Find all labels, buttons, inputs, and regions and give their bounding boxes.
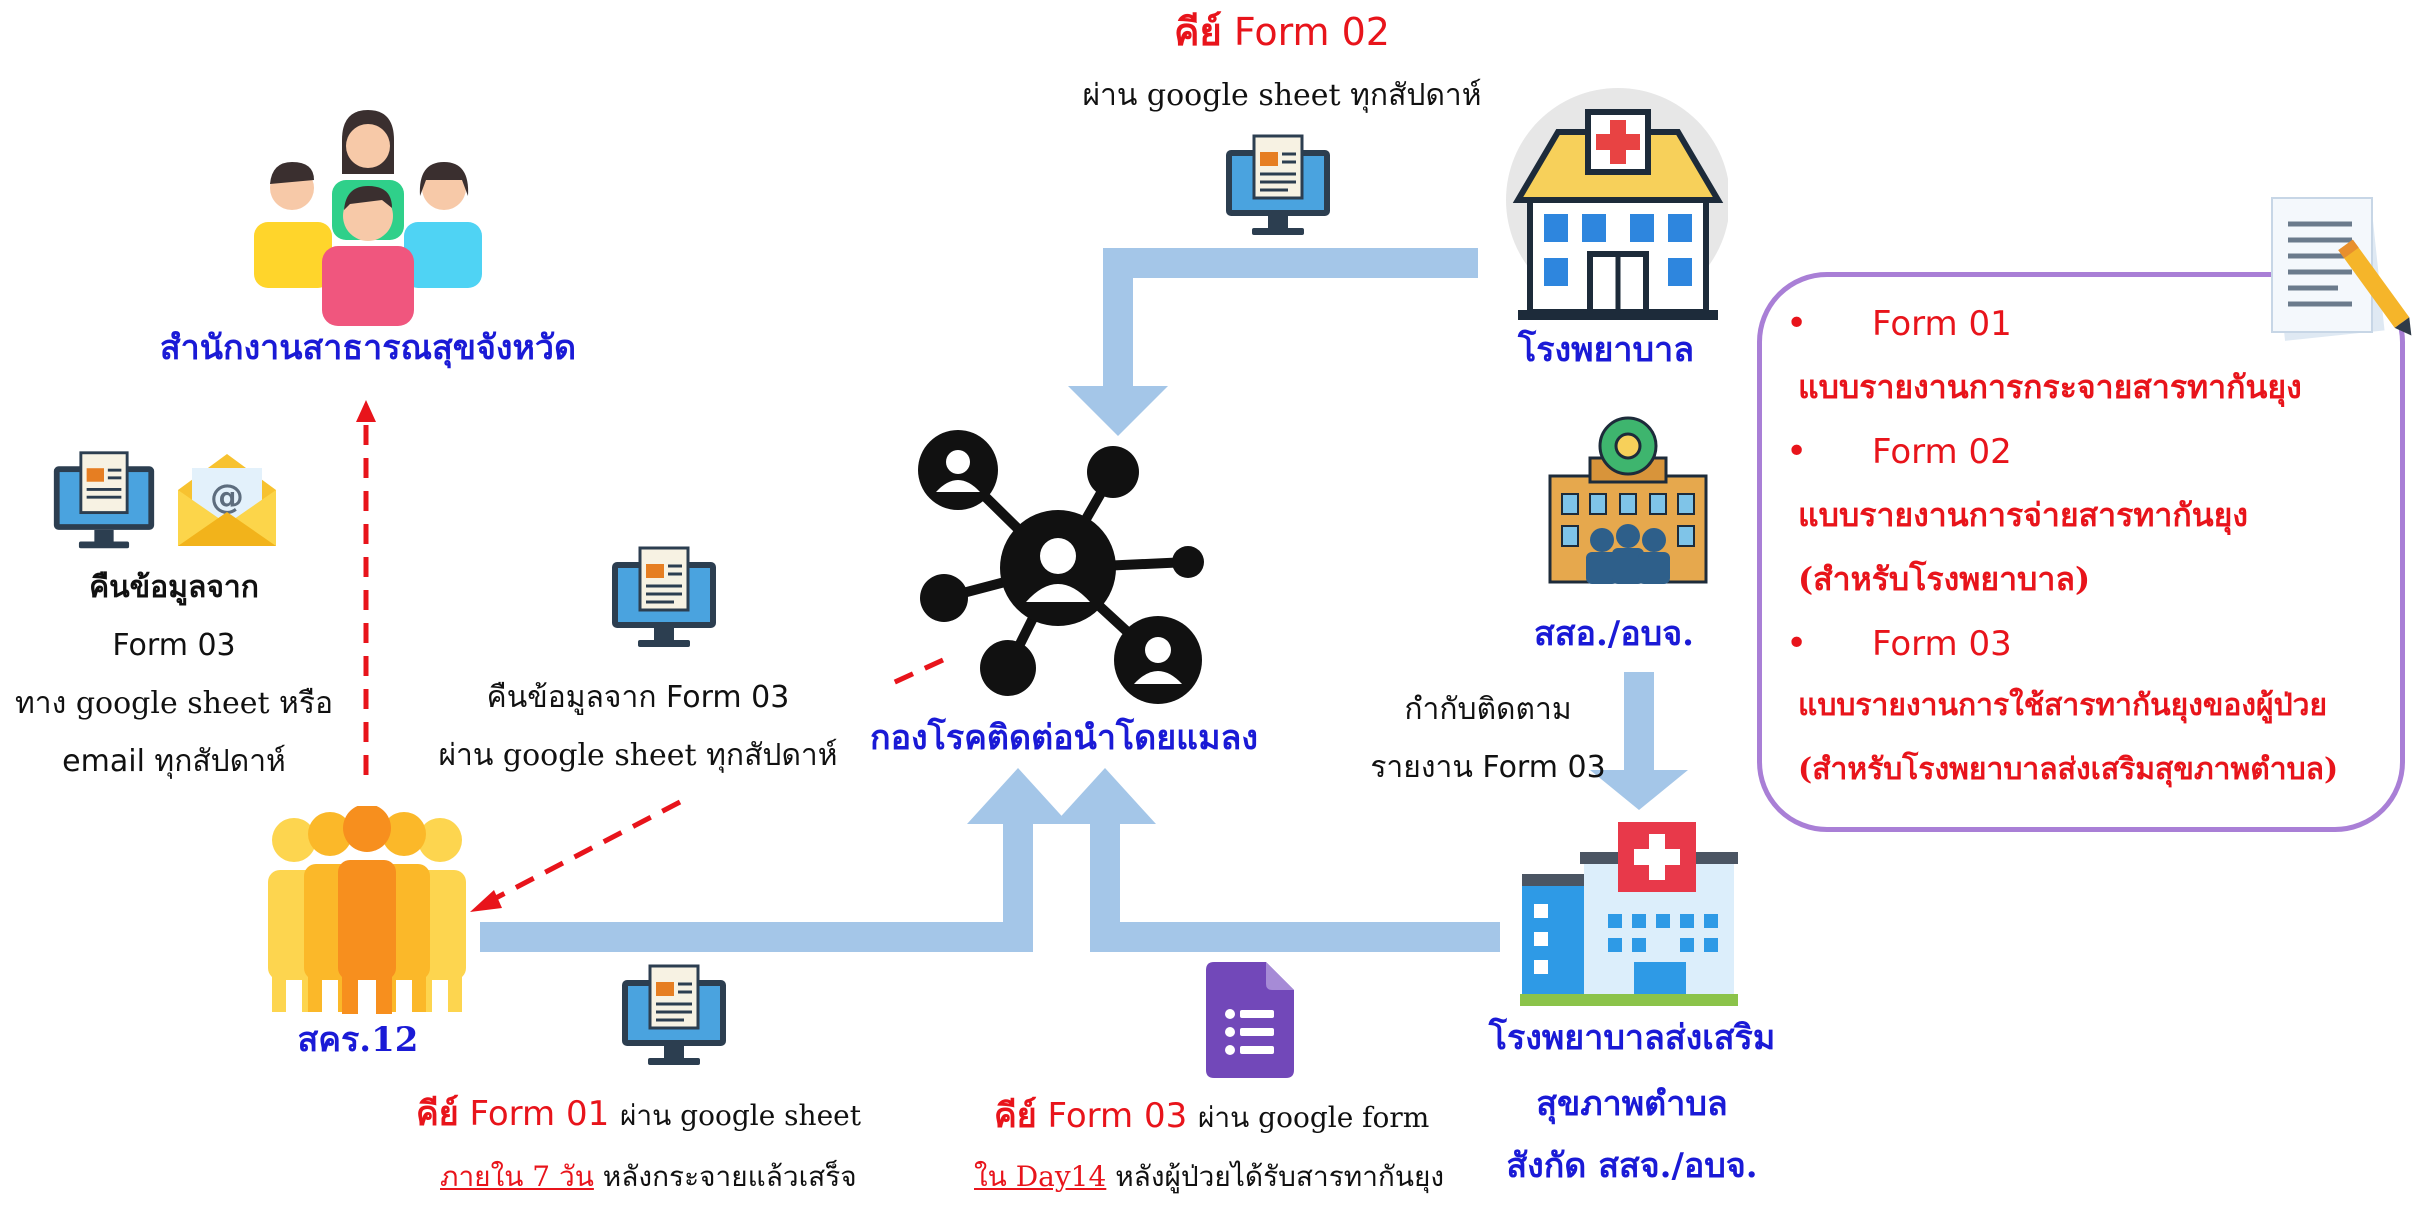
odpc12-label: สคร.12: [297, 1020, 419, 1060]
monitor-line2: รายงาน Form 03: [1370, 750, 1606, 785]
staff-group-icon: [268, 806, 466, 1014]
form02-heading: คีย์ Form 02: [1174, 10, 1390, 56]
return-left-line4: email ทุกสัปดาห์: [62, 744, 286, 779]
form03-deadline: ใน Day14: [974, 1160, 1107, 1193]
return-left-line2: Form 03: [112, 628, 236, 663]
form01-caption: คีย์ Form 01 ผ่าน google sheet: [416, 1094, 861, 1135]
email-envelope-icon: @: [178, 454, 276, 546]
svg-text:@: @: [210, 477, 244, 517]
form01-title: Form 01: [469, 1094, 610, 1134]
network-hub-icon: [918, 430, 1204, 704]
form02-prefix: คีย์: [1174, 10, 1222, 54]
form02-subtitle: ผ่าน google sheet ทุกสัปดาห์: [1082, 78, 1482, 113]
computer-document-icon: [622, 964, 726, 1065]
hospital-to-division-arrow: [1068, 248, 1478, 436]
document-pencil-icon: [2271, 197, 2412, 341]
computer-document-icon: [612, 546, 716, 647]
form03-title: Form 03: [1047, 1096, 1188, 1136]
subhospital-label-line1: โรงพยาบาลส่งเสริม: [1488, 1018, 1776, 1058]
google-forms-icon: [1206, 962, 1294, 1078]
hospital-label: โรงพยาบาล: [1517, 330, 1695, 370]
form03-after: หลังผู้ป่วยได้รับสารทากันยุง: [1115, 1160, 1445, 1193]
legend-form03-code: Form 03: [1872, 624, 2012, 664]
computer-document-icon: [53, 451, 155, 549]
legend-form01-desc: แบบรายงานการกระจายสารทากันยุง: [1798, 368, 2302, 406]
form01-after: หลังกระจายแล้วเสร็จ: [602, 1160, 857, 1193]
legend-form03-desc-line1: แบบรายงานการใช้สารทากันยุงของผู้ป่วย: [1798, 688, 2328, 723]
form03-deadline-line: ใน Day14 หลังผู้ป่วยได้รับสารทากันยุง: [974, 1160, 1444, 1194]
legend-form02-code: Form 02: [1872, 432, 2012, 472]
odpc12-to-provincial-dashed-arrow: [356, 400, 376, 775]
subhospital-to-division-arrow: [1054, 768, 1500, 952]
return-left-line3: ทาง google sheet หรือ: [15, 686, 333, 721]
form03-prefix: คีย์: [994, 1096, 1037, 1136]
form-legend-box: [1757, 272, 2405, 832]
odpc12-to-division-arrow: [480, 768, 1069, 952]
return-mid-line1: คืนข้อมูลจาก Form 03: [486, 680, 790, 715]
form03-caption: คีย์ Form 03 ผ่าน google form: [994, 1096, 1429, 1137]
provincial-office-label: สำนักงานสาธารณสุขจังหวัด: [159, 328, 577, 368]
people-group-icon: [254, 110, 482, 326]
legend-form02-desc-line2: (สำหรับโรงพยาบาล): [1798, 560, 2091, 598]
form01-prefix: คีย์: [416, 1094, 459, 1134]
legend-bullet-3: •: [1786, 623, 1808, 664]
return-mid-line2: ผ่าน google sheet ทุกสัปดาห์: [438, 738, 838, 773]
district-to-subhospital-arrow: [1590, 672, 1688, 810]
form01-tail: ผ่าน google sheet: [620, 1099, 861, 1132]
subhospital-label-line3: สังกัด สสจ./อบจ.: [1506, 1146, 1758, 1186]
form01-deadline: ภายใน 7 วัน: [440, 1160, 594, 1193]
form01-deadline-line: ภายใน 7 วัน หลังกระจายแล้วเสร็จ: [440, 1160, 857, 1194]
form02-title: Form 02: [1233, 10, 1390, 54]
division-to-odpc12-dashed-arrow: [470, 657, 945, 912]
government-office-icon: [1548, 416, 1708, 584]
legend-form03-desc-line2: (สำหรับโรงพยาบาลส่งเสริมสุขภาพตำบล): [1798, 752, 2339, 787]
form03-tail: ผ่าน google form: [1198, 1101, 1430, 1134]
district-office-label: สสอ./อบจ.: [1534, 614, 1694, 654]
computer-document-icon: [1226, 134, 1330, 235]
hospital-building-icon: [1506, 88, 1728, 320]
legend-bullet-1: •: [1786, 303, 1808, 344]
monitor-line1: กำกับติดตาม: [1404, 692, 1572, 727]
return-left-line1: คืนข้อมูลจาก: [89, 570, 259, 605]
legend-form02-desc-line1: แบบรายงานการจ่ายสารทากันยุง: [1798, 496, 2248, 534]
subhospital-label-line2: สุขภาพตำบล: [1536, 1084, 1728, 1124]
vector-division-label: กองโรคติดต่อนำโดยแมลง: [870, 718, 1258, 758]
legend-bullet-2: •: [1786, 431, 1808, 472]
health-center-building-icon: [1520, 822, 1738, 1006]
legend-form01-code: Form 01: [1872, 304, 2012, 344]
